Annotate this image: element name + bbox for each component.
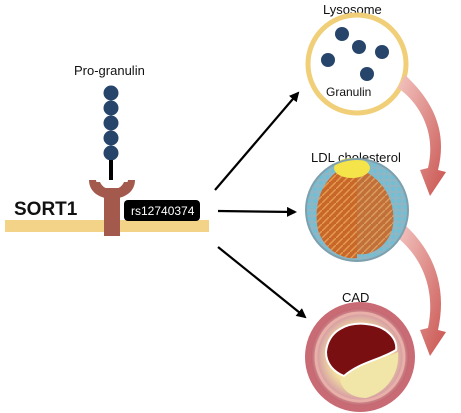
snp-box [124,200,200,221]
arrow-to-ldl [217,206,297,217]
lysosome-label: Lysosome [323,2,382,17]
progranulin-label: Pro-granulin [74,63,145,78]
sort1-label: SORT1 [14,199,78,220]
cad-label: CAD [342,290,369,305]
granulin-label: Granulin [326,85,371,99]
ldl-particle [305,158,409,262]
arrow-to-cad [217,246,307,319]
lysosome [305,12,409,116]
curve-arrow-ldl-to-cad [398,225,446,356]
progranulin-chain [103,85,119,180]
snp-label: rs12740374 [131,204,195,218]
sort1-receptor [89,180,135,236]
artery-cross-section [305,302,415,412]
ldl-label: LDL cholesterol [311,150,401,165]
curve-arrow-lysosome-to-ldl [398,75,446,196]
arrow-to-lysosome [214,91,300,191]
